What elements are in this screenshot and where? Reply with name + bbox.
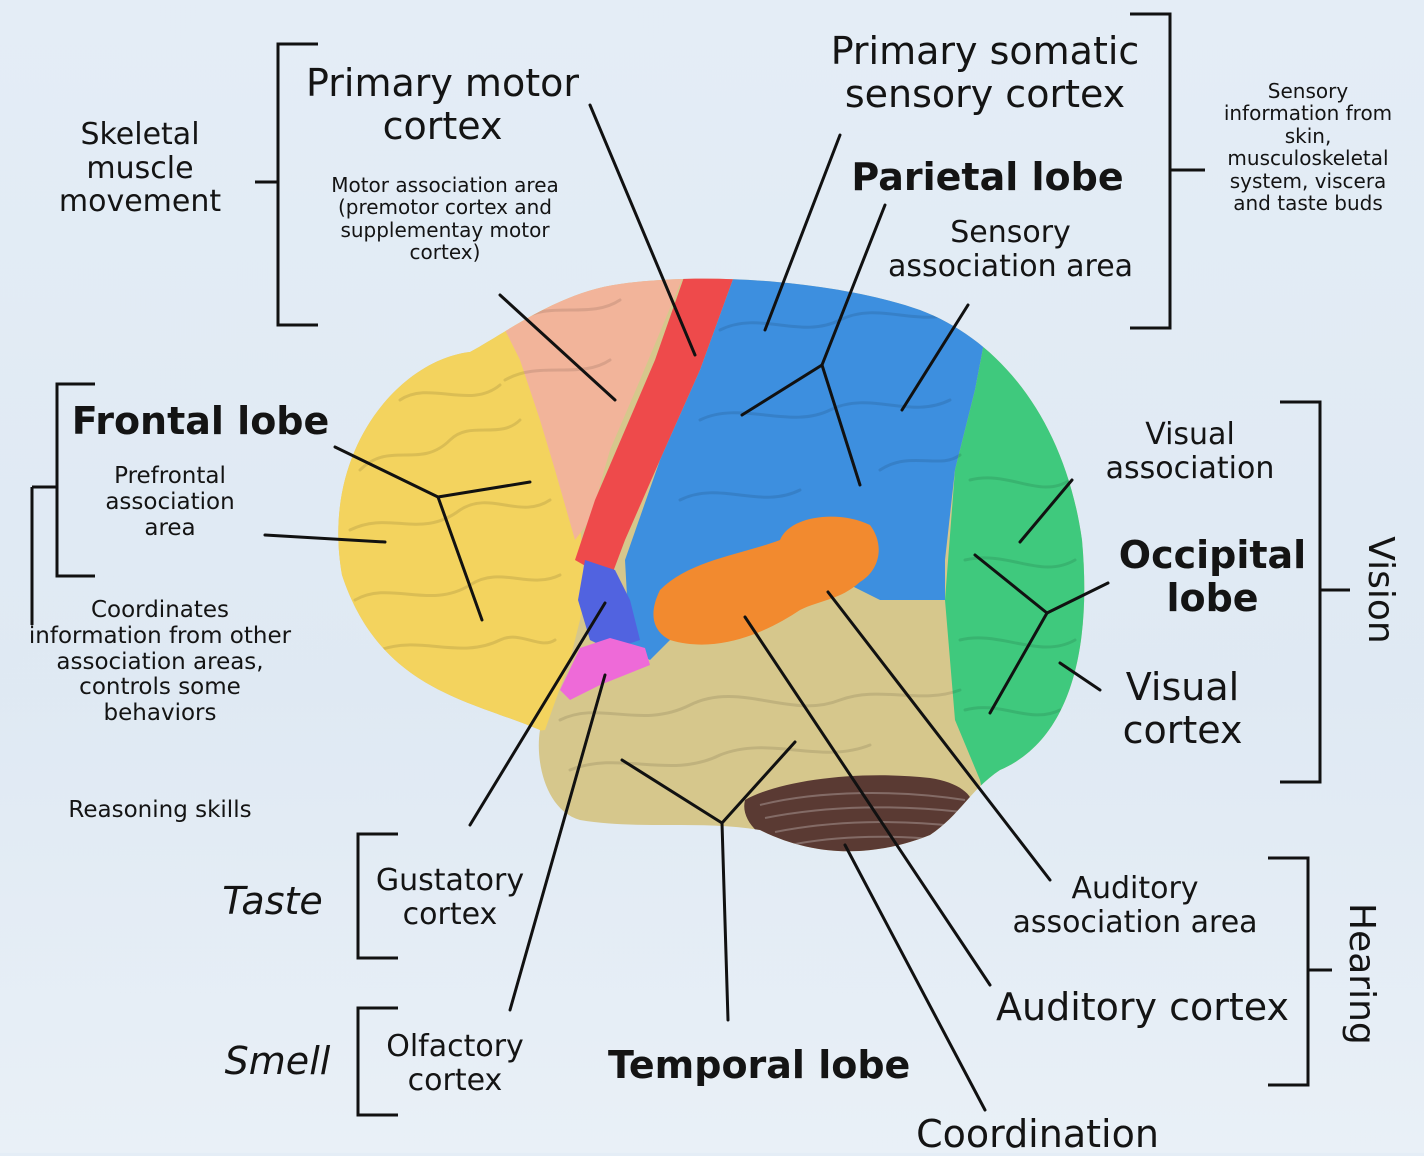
hearing-label: Hearing <box>1341 903 1382 1045</box>
frontal-lobe-label: Frontal lobe <box>71 399 330 443</box>
temporal-lobe-label: Temporal lobe <box>608 1043 911 1087</box>
taste-label: Taste <box>222 879 323 923</box>
olfactory-region <box>560 638 650 700</box>
cerebellum-region <box>744 775 974 852</box>
vision-label: Vision <box>1360 536 1401 644</box>
brackets <box>30 12 1350 1117</box>
motor-association-region <box>470 278 690 540</box>
parietal-lobe-label: Parietal lobe <box>851 155 1124 199</box>
reasoning-skills-label: Reasoning skills <box>68 797 252 823</box>
auditory-region <box>653 516 879 645</box>
brain-lobes <box>338 278 1085 852</box>
gustatory-region <box>578 560 640 650</box>
coordination-label: Coordination <box>916 1112 1159 1156</box>
primary-motor-region <box>575 278 740 580</box>
motor-association-area-label: Motor association area(premotor cortex a… <box>331 173 559 265</box>
smell-label: Smell <box>224 1039 331 1083</box>
leader-lines <box>263 103 1110 1112</box>
auditory-cortex-label: Auditory cortex <box>996 985 1289 1029</box>
